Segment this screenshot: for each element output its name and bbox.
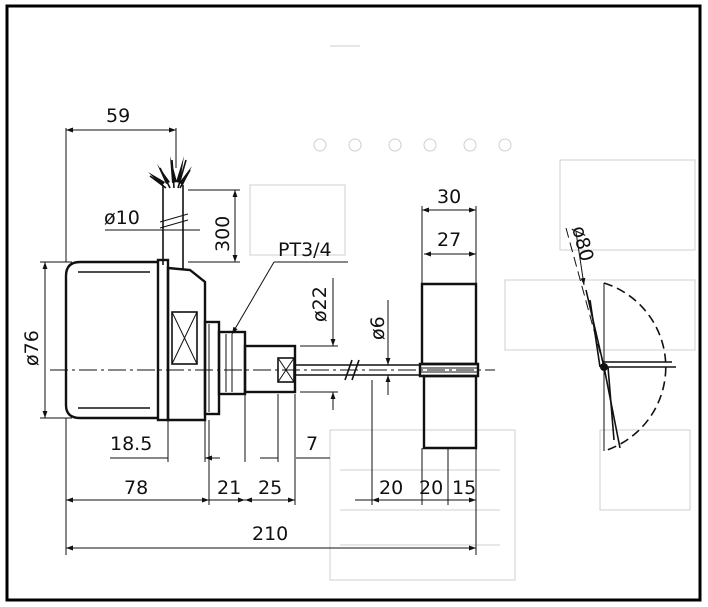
mounting-nut xyxy=(203,320,247,416)
end-view xyxy=(565,227,676,452)
label-housing-diameter: ø76 xyxy=(21,330,43,366)
label-27: 27 xyxy=(437,229,461,251)
label-78: 78 xyxy=(124,477,148,499)
dimension-labels: 59 ø10 300 ø76 PT3/4 ø22 ø6 30 27 ø80 18… xyxy=(21,105,598,545)
label-thread: PT3/4 xyxy=(278,239,332,261)
switch-housing xyxy=(64,258,170,422)
cable xyxy=(148,156,192,270)
label-20-b: 20 xyxy=(419,477,443,499)
dimension-lines xyxy=(40,127,586,555)
shaft xyxy=(243,344,420,394)
label-21: 21 xyxy=(217,477,241,499)
label-15: 15 xyxy=(452,477,476,499)
label-300: 300 xyxy=(212,216,234,252)
label-sweep-diameter: ø80 xyxy=(567,224,598,264)
label-shaft-diameter: ø22 xyxy=(309,286,331,322)
body-block xyxy=(166,266,207,422)
label-210: 210 xyxy=(252,523,288,545)
label-25: 25 xyxy=(258,477,282,499)
label-7: 7 xyxy=(306,433,318,455)
label-rod-diameter: ø6 xyxy=(367,316,389,340)
label-20-a: 20 xyxy=(379,477,403,499)
label-18-5: 18.5 xyxy=(110,433,152,455)
label-30: 30 xyxy=(437,186,461,208)
label-59: 59 xyxy=(106,105,130,127)
paddle-vane xyxy=(418,282,480,450)
drawing-frame xyxy=(5,4,702,602)
label-cable-diameter: ø10 xyxy=(104,207,140,229)
